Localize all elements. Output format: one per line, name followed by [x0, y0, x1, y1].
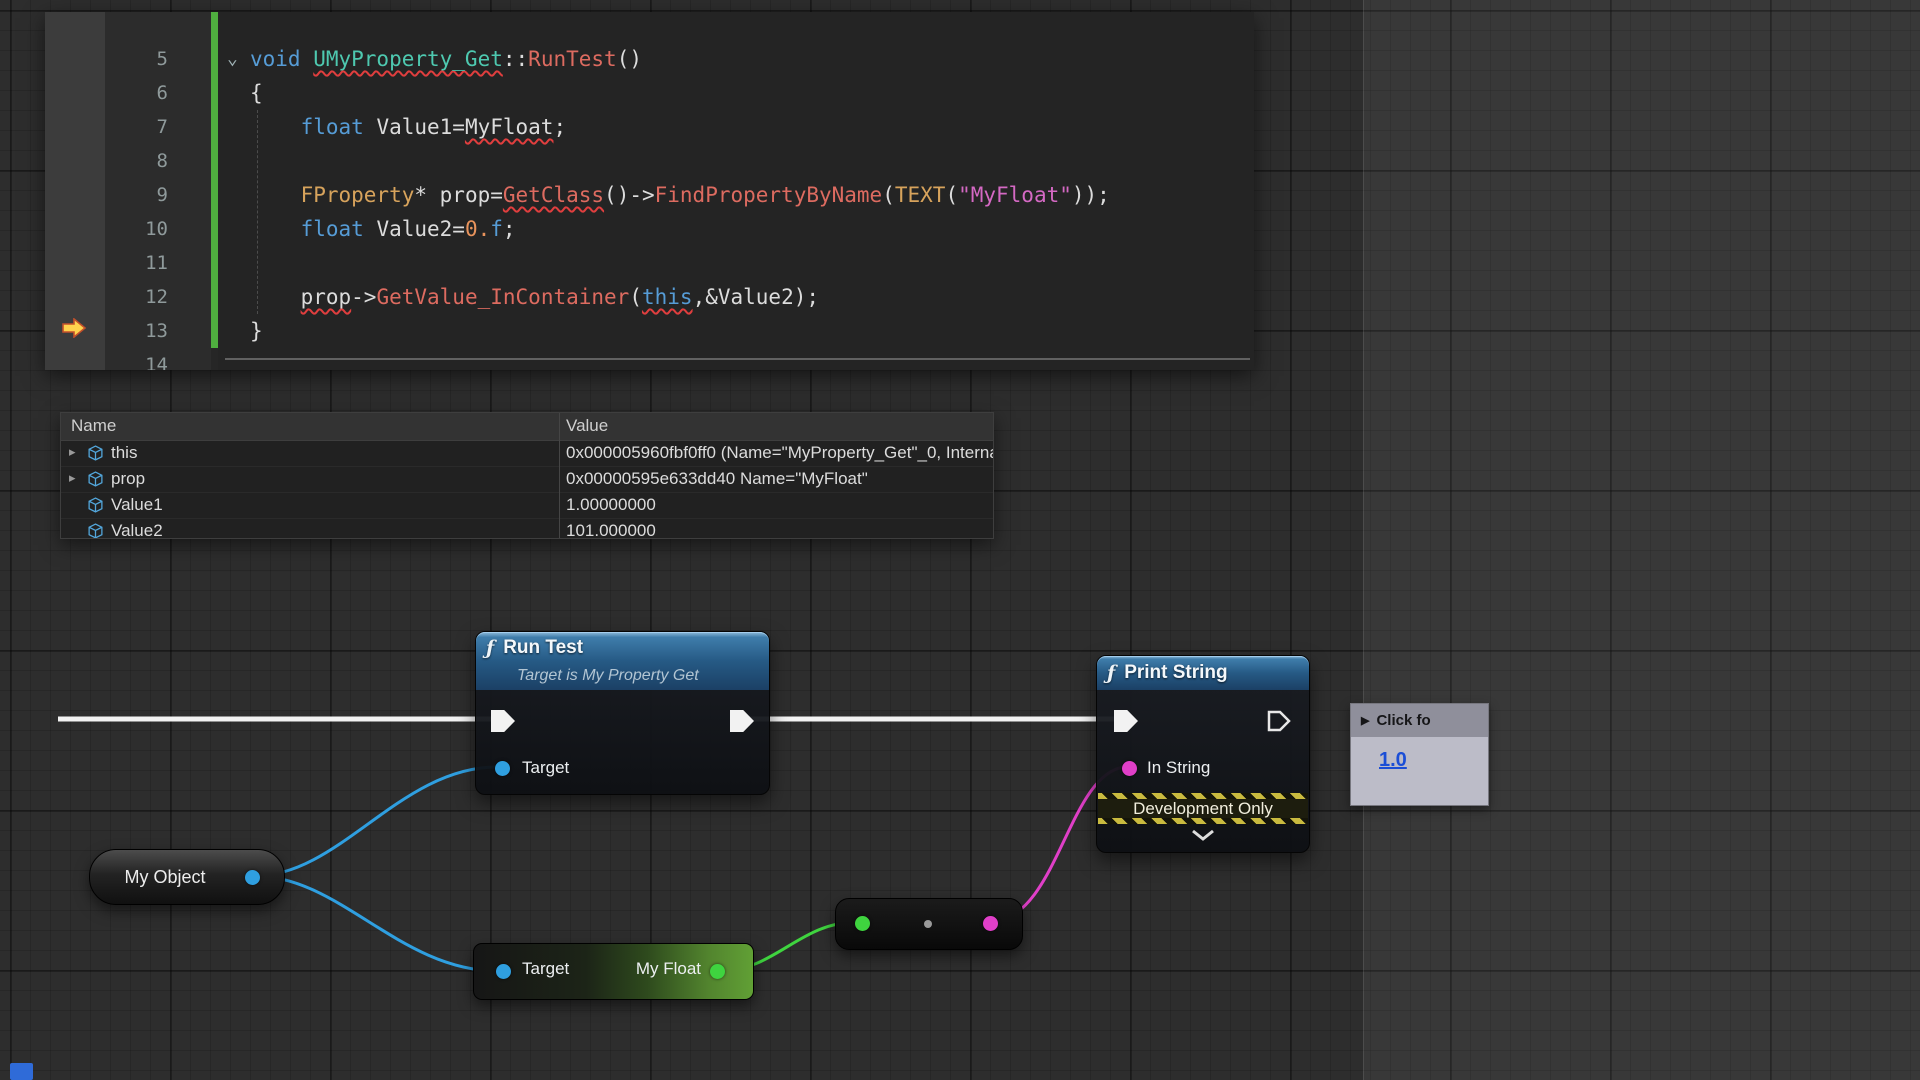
line-number[interactable]: 10	[145, 218, 168, 240]
line-number[interactable]: 14	[145, 354, 168, 370]
code-line: 8	[45, 144, 1254, 178]
banner-label: Development Only	[1133, 798, 1273, 818]
target-pin[interactable]	[496, 964, 511, 979]
node-subtitle: Target is My Property Get	[517, 666, 699, 684]
watch-header: Name Value	[61, 413, 993, 441]
code-line: 12 prop->GetValue_InContainer(this,&Valu…	[45, 280, 1254, 314]
variable-label: My Object	[124, 866, 206, 887]
code-lines: 5⌄void UMyProperty_Get::RunTest()6{7 flo…	[45, 42, 1254, 370]
exec-in-pin[interactable]	[1114, 710, 1138, 732]
watch-variable-value[interactable]: 101.000000	[566, 521, 656, 539]
debug-watch-label: Click fo	[1376, 712, 1431, 729]
collapsed-node-dot	[924, 920, 932, 928]
code-line: 6{	[45, 76, 1254, 110]
debug-watch-bubble[interactable]: ▶ Click fo 1.0	[1350, 703, 1489, 806]
function-icon: ƒ	[1107, 662, 1116, 684]
adjacent-panel-region	[1363, 0, 1920, 1080]
code-line: 10 float Value2=0.f;	[45, 212, 1254, 246]
column-divider[interactable]	[559, 413, 560, 538]
watch-window[interactable]: Name Value ▸ this 0x000005960fbf0ff0 (Nam…	[60, 412, 994, 539]
object-wire-getter[interactable]	[254, 874, 499, 973]
fold-marker-icon[interactable]: ⌄	[227, 48, 238, 69]
watch-row[interactable]: ▸ this 0x000005960fbf0ff0 (Name="MyProper…	[61, 441, 993, 467]
node-run-test[interactable]: ƒ Run Test Target is My Property Get Tar…	[475, 631, 770, 795]
node-float-to-string[interactable]	[835, 898, 1023, 950]
watch-variable-name: prop	[111, 469, 146, 488]
node-title: Print String	[1124, 662, 1228, 683]
watch-variable-value[interactable]: 1.00000000	[566, 495, 656, 514]
variable-cube-icon	[88, 471, 103, 487]
code-area[interactable]	[218, 12, 1254, 370]
code-line: 9 FProperty* prop=GetClass()->FindProper…	[45, 178, 1254, 212]
code-editor[interactable]: 5⌄void UMyProperty_Get::RunTest()6{7 flo…	[45, 12, 1254, 370]
exec-out-pin-hollow[interactable]	[1267, 710, 1291, 732]
watch-row[interactable]: ▸ prop 0x00000595e633dd40 Name="MyFloat"	[61, 467, 993, 493]
watch-row[interactable]: Value1 1.00000000	[61, 493, 993, 519]
target-pin[interactable]	[495, 761, 510, 776]
pin-label: In String	[1147, 758, 1211, 777]
expand-arrow-icon[interactable]: ▸	[69, 444, 76, 459]
line-number[interactable]: 8	[156, 150, 168, 172]
watch-variable-name: Value2	[111, 521, 163, 539]
line-number[interactable]: 12	[145, 286, 168, 308]
watch-rows: ▸ this 0x000005960fbf0ff0 (Name="MyProper…	[61, 441, 993, 539]
line-number[interactable]: 6	[156, 82, 168, 104]
line-number[interactable]: 5	[156, 48, 168, 70]
in-string-pin[interactable]	[1122, 761, 1137, 776]
string-out-pin[interactable]	[983, 916, 998, 931]
indent-guide	[257, 110, 258, 314]
line-number[interactable]: 11	[145, 252, 168, 274]
offscreen-window-fragment	[10, 1063, 33, 1080]
watch-variable-value[interactable]: 0x00000595e633dd40 Name="MyFloat"	[566, 469, 868, 488]
variable-cube-icon	[88, 523, 103, 538]
code-line: 7 float Value1=MyFloat;	[45, 110, 1254, 144]
debug-watch-value[interactable]: 1.0	[1379, 749, 1407, 771]
object-wire-runtest[interactable]	[254, 765, 498, 878]
expand-arrow-icon[interactable]: ▸	[69, 470, 76, 485]
changed-lines-bar	[211, 12, 218, 348]
pin-label: Target	[522, 959, 570, 978]
watch-variable-name: this	[111, 443, 138, 462]
node-header[interactable]: ƒ Run Test Target is My Property Get	[476, 632, 769, 690]
horizontal-scrollbar[interactable]	[225, 358, 1250, 360]
breakpoint-gutter[interactable]	[45, 12, 105, 370]
line-number-gutter[interactable]	[105, 12, 211, 370]
node-print-string[interactable]: ƒ Print String In String Development Onl…	[1096, 655, 1310, 853]
function-icon: ƒ	[486, 637, 495, 659]
chevron-down-icon[interactable]	[1190, 828, 1216, 842]
exec-out-pin[interactable]	[730, 710, 754, 732]
object-out-pin[interactable]	[245, 870, 260, 885]
code-line: 13}	[45, 314, 1254, 348]
variable-cube-icon	[88, 445, 103, 461]
exec-in-pin[interactable]	[491, 710, 515, 732]
debug-watch-header[interactable]: ▶ Click fo	[1351, 704, 1488, 737]
column-header-name[interactable]: Name	[71, 416, 117, 435]
pin-label: My Float	[635, 959, 701, 978]
development-only-banner: Development Only	[1098, 793, 1308, 824]
float-in-pin[interactable]	[855, 916, 870, 931]
float-out-pin[interactable]	[710, 964, 725, 979]
watch-variable-name: Value1	[111, 495, 163, 514]
code-line: 5⌄void UMyProperty_Get::RunTest()	[45, 42, 1254, 76]
execution-pointer-icon[interactable]	[61, 318, 87, 338]
watch-row[interactable]: Value2 101.000000	[61, 519, 993, 539]
node-header[interactable]: ƒ Print String	[1097, 656, 1309, 690]
line-number[interactable]: 9	[156, 184, 168, 206]
play-icon: ▶	[1361, 715, 1370, 727]
node-get-my-float[interactable]: Target My Float	[473, 943, 754, 1000]
pin-label: Target	[522, 758, 570, 777]
code-line: 14	[45, 348, 1254, 370]
watch-variable-value[interactable]: 0x000005960fbf0ff0 (Name="MyProperty_Get…	[566, 443, 994, 462]
line-number[interactable]: 13	[145, 320, 168, 342]
node-my-object[interactable]: My Object	[89, 849, 285, 905]
line-number[interactable]: 7	[156, 116, 168, 138]
node-title: Run Test	[503, 637, 584, 658]
code-line: 11	[45, 246, 1254, 280]
column-header-value[interactable]: Value	[566, 416, 609, 435]
variable-cube-icon	[88, 497, 103, 513]
